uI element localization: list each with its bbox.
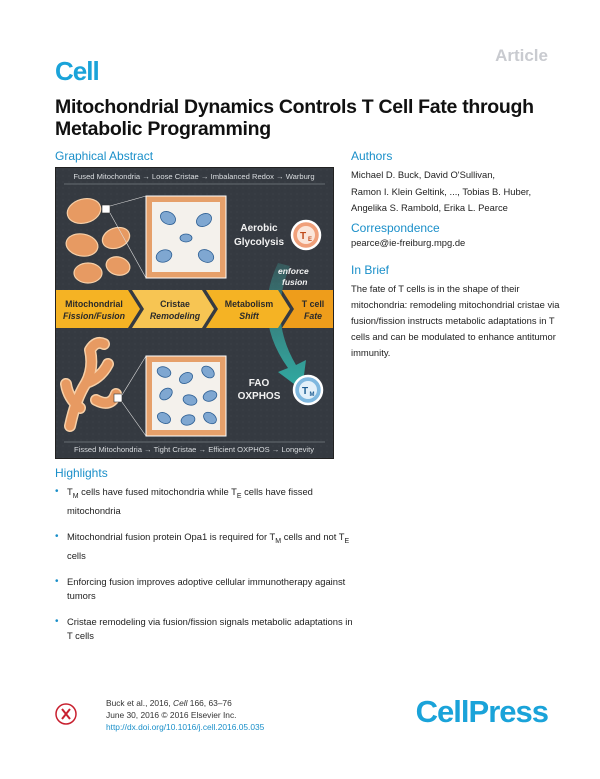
page-title: Mitochondrial Dynamics Controls T Cell F… — [55, 96, 534, 140]
journal-logo: Cell — [55, 56, 100, 86]
top-bar-text: Fused Mitochondria → Loose Cristae → Imb… — [73, 172, 314, 181]
tm-sub: M — [310, 392, 315, 398]
highlight-item: •Mitochondrial fusion protein Opa1 is re… — [55, 530, 350, 561]
graphical-abstract-heading: Graphical Abstract — [55, 149, 154, 163]
te-sub: E — [308, 237, 312, 243]
in-brief-heading: In Brief — [351, 263, 390, 277]
highlight-item: •Cristae remodeling via fusion/fission s… — [55, 615, 353, 641]
tm-label: T — [302, 386, 308, 397]
arrow-2-line-2: Remodeling — [150, 311, 201, 321]
citation-block: Buck et al., 2016, Cell 166, 63–76 June … — [106, 697, 264, 733]
highlight-item: •TM cells have fused mitochondria while … — [55, 486, 313, 516]
fissed-mitochondria-group — [65, 198, 131, 284]
authors-line-1: Michael D. Buck, David O'Sullivan, — [351, 169, 496, 180]
cellpress-logo: CellPress — [415, 694, 549, 729]
bullet-icon: • — [55, 530, 59, 542]
citation-line-1: Buck et al., 2016, Cell 166, 63–76 — [106, 698, 232, 708]
fao-label: FAO — [249, 378, 270, 389]
arrow-1-line-1: Mitochondrial — [65, 299, 123, 309]
correspondence-email[interactable]: pearce@ie-freiburg.mpg.de — [351, 237, 466, 248]
aerobic-label: Aerobic — [240, 223, 278, 234]
authors-line-2: Ramon I. Klein Geltink, ..., Tobias B. H… — [351, 185, 532, 197]
correspondence-heading: Correspondence — [351, 221, 440, 235]
citation-line-2: June 30, 2016 © 2016 Elsevier Inc. — [106, 710, 237, 720]
arrow-1-line-2: Fission/Fusion — [63, 311, 125, 321]
graphical-abstract-figure: Fused Mitochondria → Loose Cristae → Imb… — [55, 167, 334, 459]
te-label: T — [300, 231, 306, 242]
te-cell-icon: T E — [290, 219, 322, 251]
fusion-label: fusion — [282, 277, 308, 287]
graphical-abstract-svg: Fused Mitochondria → Loose Cristae → Imb… — [56, 168, 333, 458]
arrow-2-line-1: Cristae — [160, 299, 190, 309]
arrow-4-line-2: Fate — [304, 311, 322, 321]
glycolysis-label: Glycolysis — [234, 237, 284, 248]
highlight-item: •Enforcing fusion improves adoptive cell… — [55, 575, 346, 601]
authors-line-3: Angelika S. Rambold, Erika L. Pearce — [351, 202, 508, 213]
highlights-heading: Highlights — [55, 466, 108, 480]
authors-heading: Authors — [351, 149, 393, 163]
arrow-3-line-1: Metabolism — [225, 299, 274, 309]
process-arrow-row: Mitochondrial Fission/Fusion Cristae Rem… — [56, 290, 333, 328]
fused-mitochondria-network — [60, 336, 122, 432]
bullet-icon: • — [55, 575, 59, 587]
arrow-3-line-2: Shift — [239, 311, 260, 321]
oxphos-label: OXPHOS — [238, 391, 281, 402]
highlights-list: •TM cells have fused mitochondria while … — [55, 485, 355, 655]
doi-link[interactable]: http://dx.doi.org/10.1016/j.cell.2016.05… — [106, 722, 265, 732]
arrow-4-line-1: T cell — [302, 299, 325, 309]
enforce-label: enforce — [278, 266, 309, 276]
tm-cell-icon: T M — [292, 374, 324, 406]
bullet-icon: • — [55, 615, 59, 627]
in-brief-text: The fate of T cells is in the shape of t… — [351, 283, 560, 358]
bullet-icon: • — [55, 486, 59, 497]
authors-list: Michael D. Buck, David O'Sullivan, Ramon… — [351, 167, 561, 217]
crossmark-icon[interactable] — [55, 703, 77, 725]
article-label: Article — [495, 46, 548, 65]
bottom-bar-text: Fissed Mitochondria → Tight Cristae → Ef… — [74, 445, 314, 454]
tight-cristae-box — [145, 355, 227, 437]
loose-cristae-box — [145, 195, 227, 279]
